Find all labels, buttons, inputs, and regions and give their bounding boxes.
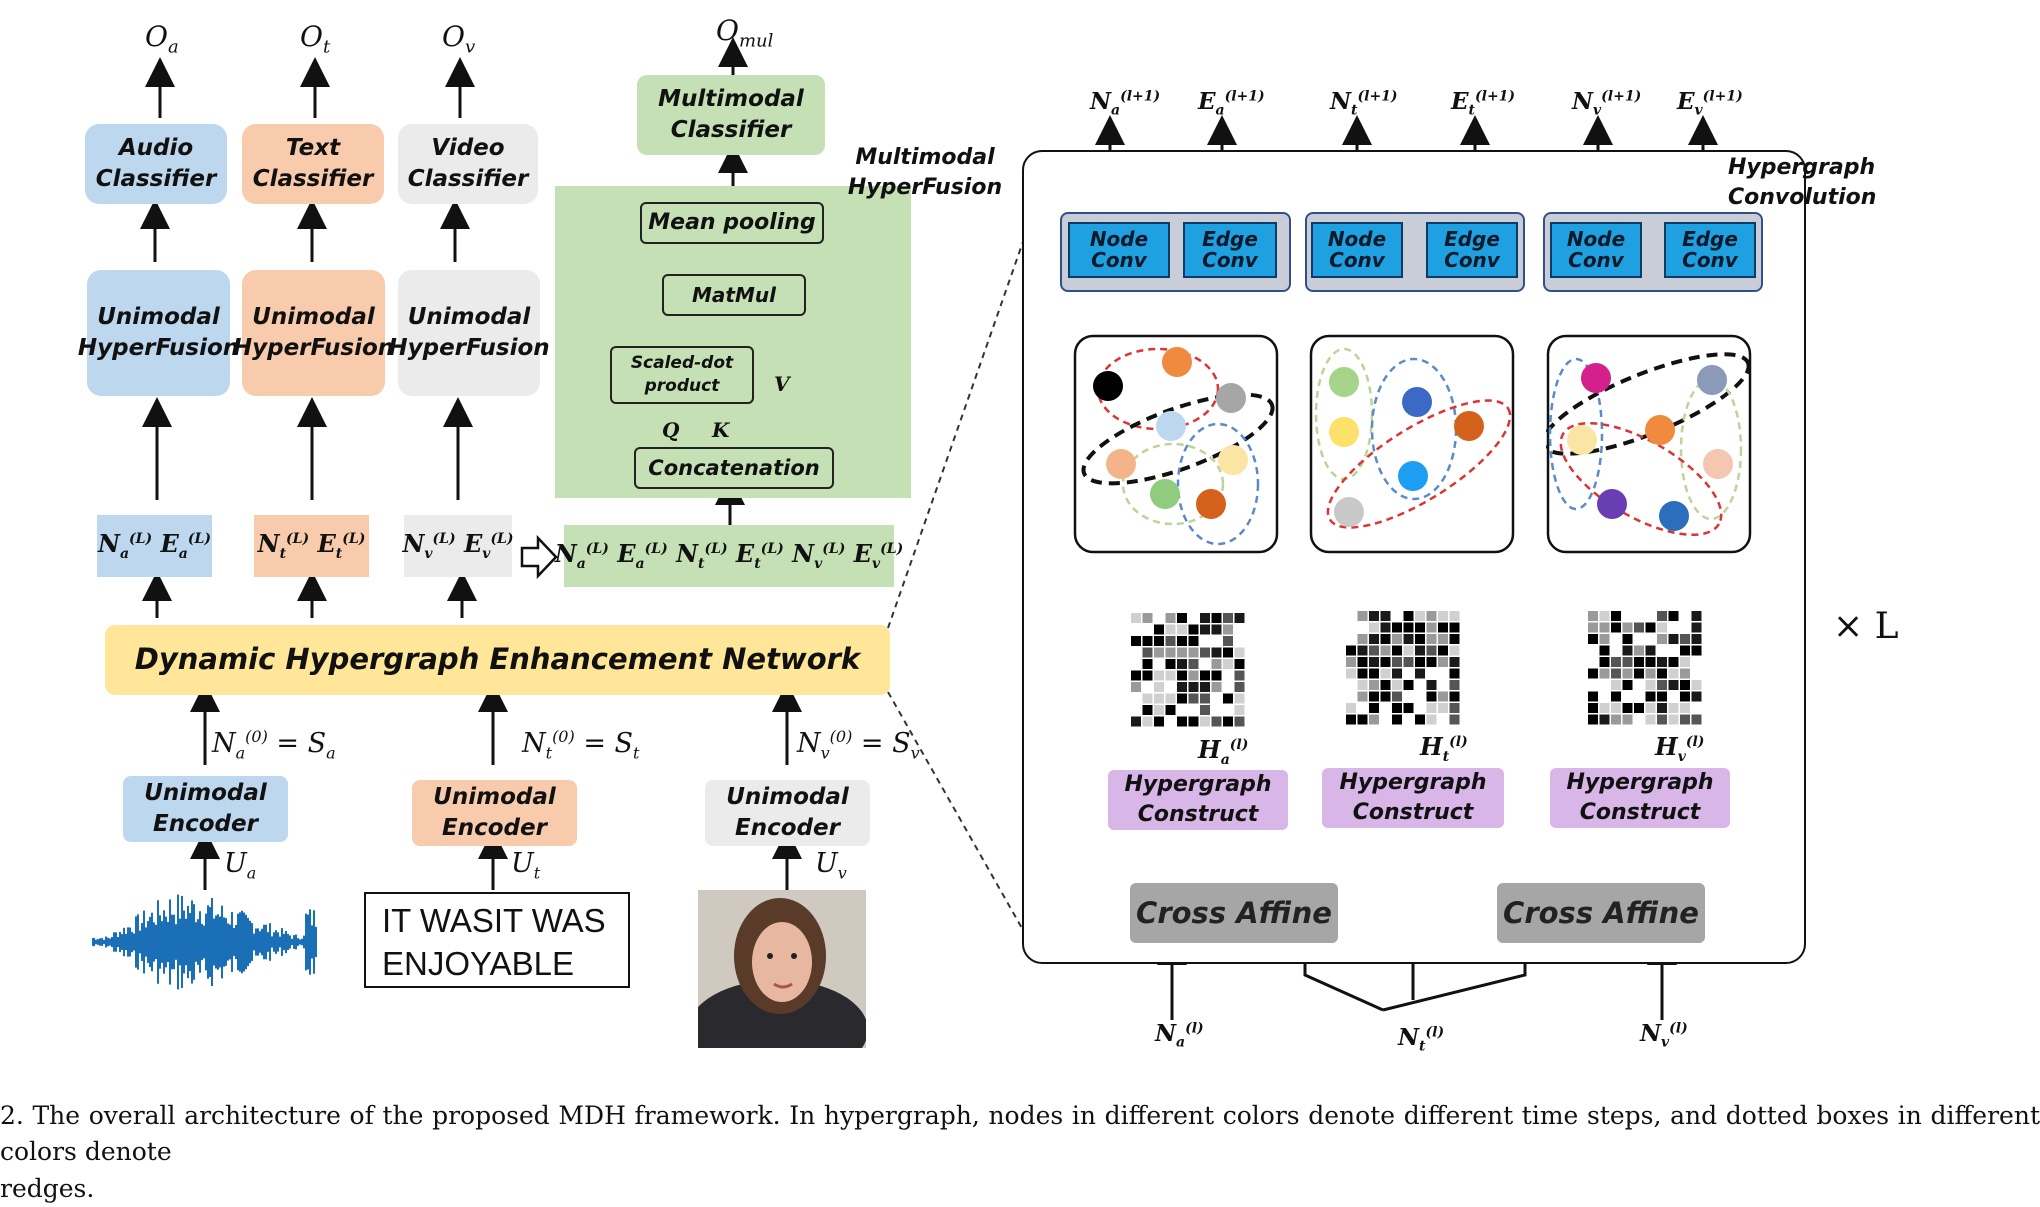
text-hyperfusion: Unimodal HyperFusion xyxy=(233,270,394,396)
video-classifier: Video Classifier xyxy=(398,124,538,204)
audio-node-conv: Node Conv xyxy=(1068,222,1170,278)
audio-hyperfusion: Unimodal HyperFusion xyxy=(78,270,239,396)
video-input-label: Uv xyxy=(815,848,847,883)
video-incidence-matrix xyxy=(1588,611,1702,725)
text-node-next-label: Nt(l+1) xyxy=(1330,88,1398,119)
text-edge-next-label: Et(l+1) xyxy=(1451,88,1516,119)
text-node-conv: Node Conv xyxy=(1311,222,1403,278)
video-hypergraph-visual xyxy=(1546,334,1752,554)
video-node-input-label: Nv(l) xyxy=(1640,1020,1688,1051)
audio-encoder: Unimodal Encoder xyxy=(123,776,288,842)
matmul-box: MatMul xyxy=(662,274,806,316)
cross-affine-audio-text: Cross Affine xyxy=(1130,883,1338,943)
output-audio-label: Oa xyxy=(145,20,179,58)
repeat-layers-label: × L xyxy=(1833,606,1899,647)
audio-edge-next-label: Ea(l+1) xyxy=(1198,88,1265,119)
text-ne-features: Nt(L) Et(L) xyxy=(254,515,369,577)
video-node-next-label: Nv(l+1) xyxy=(1572,88,1642,119)
text-incidence-label: Ht(l) xyxy=(1420,732,1468,765)
video-node-init-label: Nv(0) = Sv xyxy=(797,727,920,763)
audio-hypergraph-visual xyxy=(1073,334,1279,554)
video-edge-conv: Edge Conv xyxy=(1664,222,1756,278)
text-edge-conv: Edge Conv xyxy=(1426,222,1518,278)
video-encoder: Unimodal Encoder xyxy=(705,780,870,846)
v-label: V xyxy=(774,372,790,396)
multimodal-hyperfusion-title: Multimodal HyperFusion xyxy=(847,145,1003,200)
text-hypergraph-construct: Hypergraph Construct xyxy=(1322,768,1504,828)
mean-pooling-box: Mean pooling xyxy=(640,202,824,244)
audio-edge-conv: Edge Conv xyxy=(1183,222,1277,278)
audio-waveform-image xyxy=(92,894,317,990)
multimodal-classifier: Multimodal Classifier xyxy=(637,75,825,155)
audio-ne-features: Na(L) Ea(L) xyxy=(97,515,212,577)
text-transcript-input: IT WASIT WAS ENJOYABLE xyxy=(364,892,630,988)
video-node-conv: Node Conv xyxy=(1550,222,1642,278)
concatenation-box: Concatenation xyxy=(634,447,834,489)
text-node-input-label: Nt(l) xyxy=(1398,1024,1445,1055)
output-multimodal-label: Omul xyxy=(716,14,774,52)
video-frame-image xyxy=(698,890,866,1048)
audio-input-label: Ua xyxy=(224,848,257,883)
cross-affine-video-text: Cross Affine xyxy=(1497,883,1705,943)
text-input-label: Ut xyxy=(511,848,541,883)
video-ne-features: Nv(L) Ev(L) xyxy=(402,515,514,577)
audio-node-input-label: Na(l) xyxy=(1155,1020,1204,1051)
text-hypergraph-visual xyxy=(1309,334,1515,554)
figure-caption: 2. The overall architecture of the propo… xyxy=(0,1101,2040,1203)
output-video-label: Ov xyxy=(442,20,476,58)
text-node-init-label: Nt(0) = St xyxy=(522,727,640,763)
audio-hypergraph-construct: Hypergraph Construct xyxy=(1108,770,1288,830)
video-edge-next-label: Ev(l+1) xyxy=(1677,88,1743,119)
text-incidence-matrix xyxy=(1346,611,1460,725)
audio-classifier: Audio Classifier xyxy=(85,124,227,204)
text-encoder: Unimodal Encoder xyxy=(412,780,577,846)
output-text-label: Ot xyxy=(300,20,331,58)
video-hypergraph-construct: Hypergraph Construct xyxy=(1550,768,1730,828)
multimodal-hyperfusion-block xyxy=(555,186,911,498)
audio-incidence-matrix xyxy=(1131,613,1245,727)
q-label: Q xyxy=(662,418,680,442)
audio-node-init-label: Na(0) = Sa xyxy=(212,727,336,763)
audio-node-next-label: Na(l+1) xyxy=(1090,88,1161,119)
multimodal-ne-features: Na(L) Ea(L) Nt(L) Et(L) Nv(L) Ev(L) xyxy=(555,525,903,587)
audio-incidence-label: Ha(l) xyxy=(1198,735,1249,768)
video-incidence-label: Hv(l) xyxy=(1655,732,1705,765)
hypergraph-convolution-title: Hypergraph Convolution xyxy=(1728,155,1877,210)
text-classifier: Text Classifier xyxy=(242,124,384,204)
video-hyperfusion: Unimodal HyperFusion xyxy=(388,270,550,396)
k-label: K xyxy=(712,418,730,442)
scaled-dot-product-box: Scaled-dot product xyxy=(610,346,754,404)
dynamic-hypergraph-enhancement-network: Dynamic Hypergraph Enhancement Network xyxy=(105,625,890,695)
